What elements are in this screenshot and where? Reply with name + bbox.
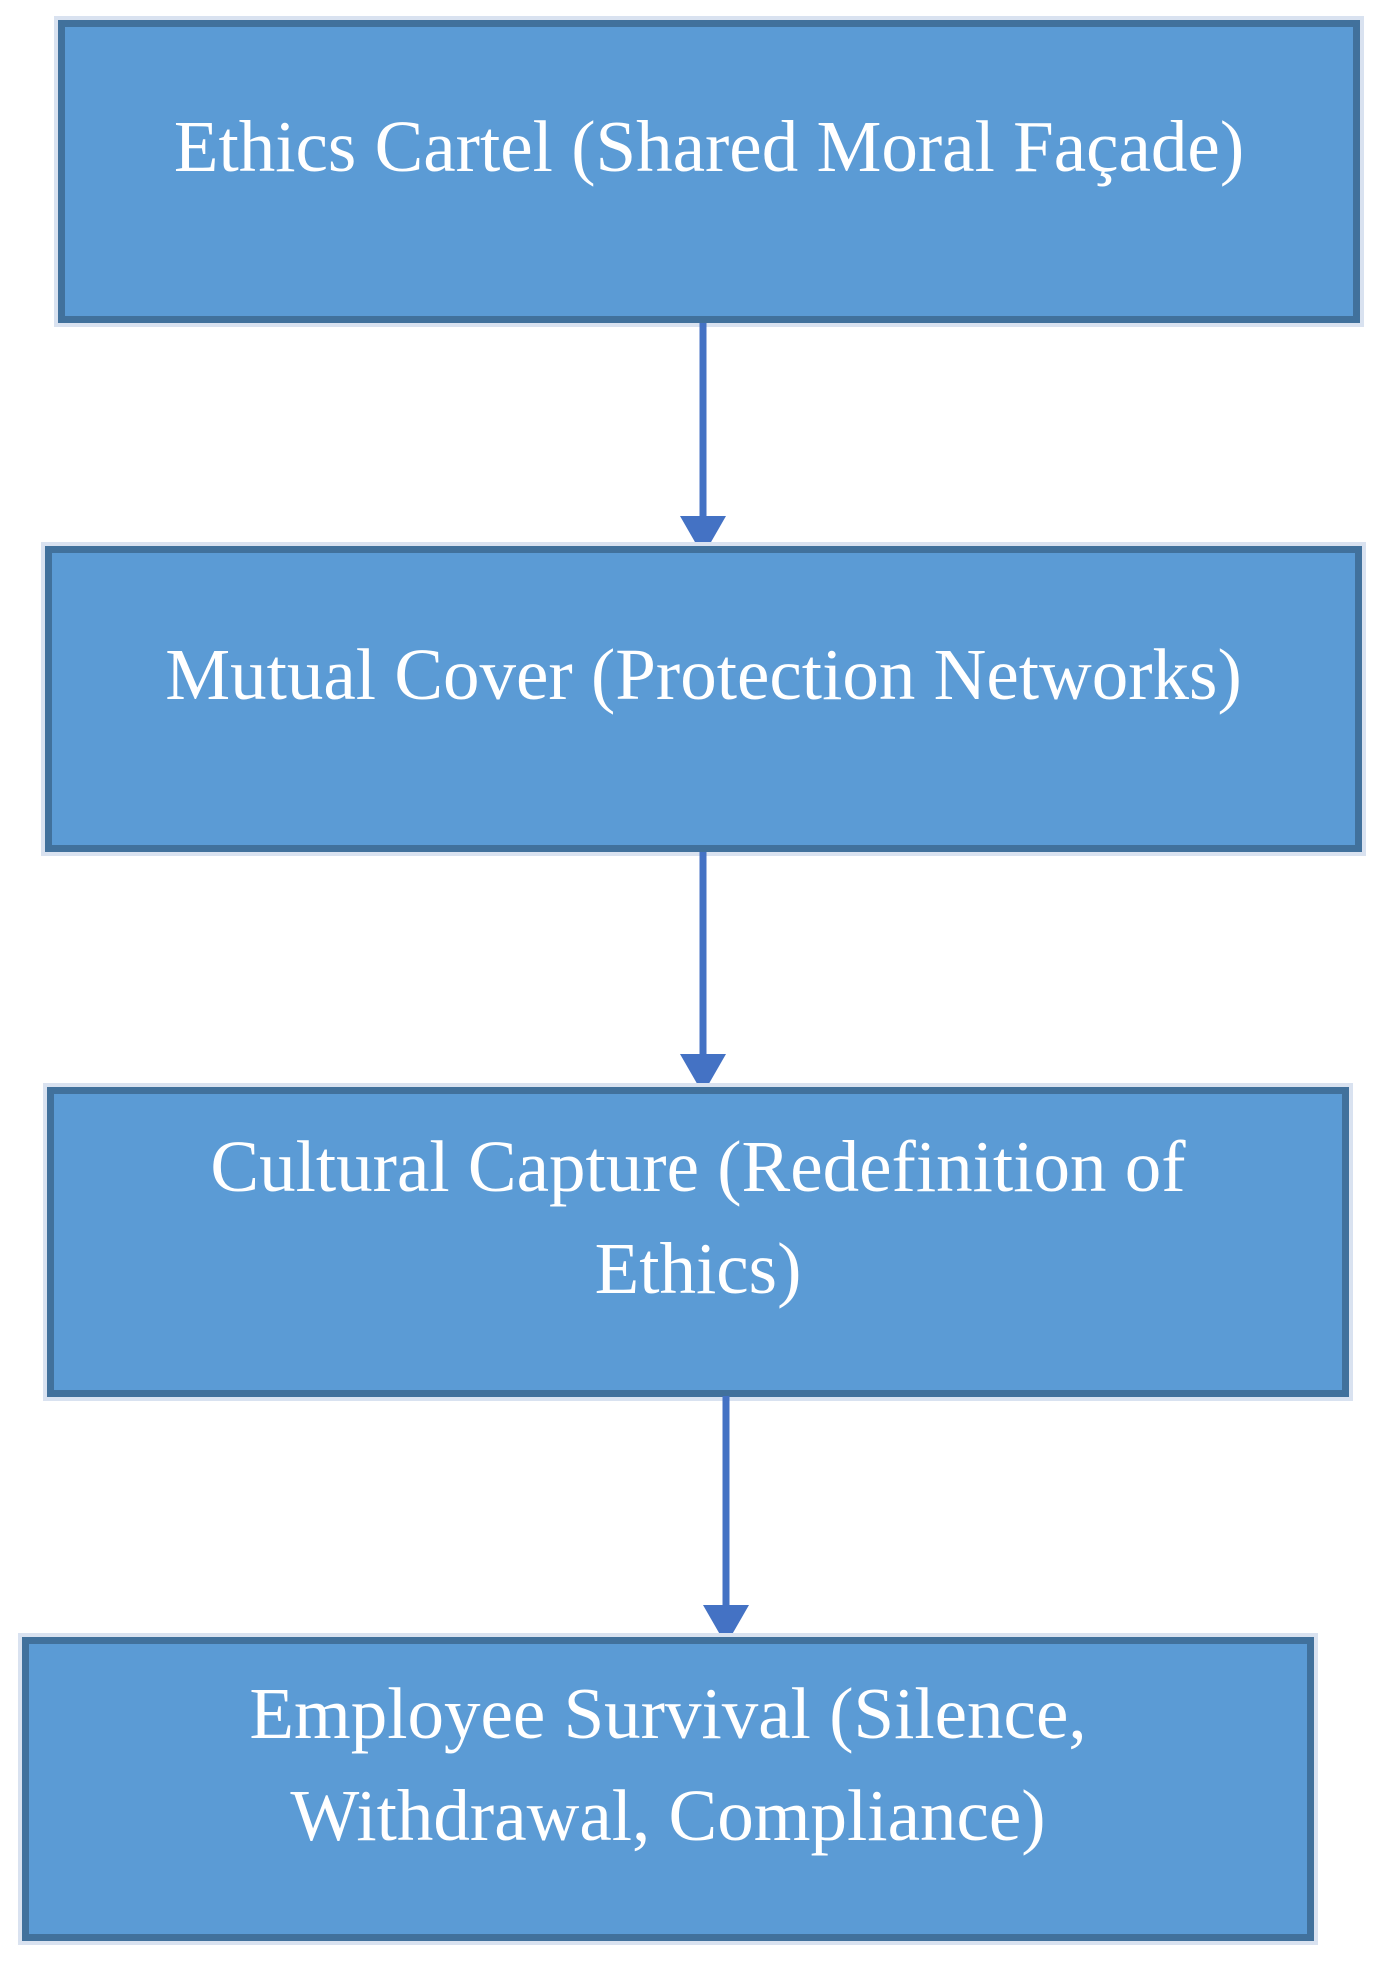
- label-line: Ethics): [594, 1228, 802, 1309]
- flow-box-cultural-capture: Cultural Capture (Redefinition of Ethics…: [47, 1087, 1349, 1397]
- label-line: Employee Survival (Silence,: [249, 1672, 1087, 1754]
- flow-box-label: Ethics Cartel (Shared Moral Façade): [65, 96, 1353, 198]
- flow-arrow-1: [680, 323, 726, 556]
- flow-box-label: Employee Survival (Silence, Withdrawal, …: [29, 1663, 1307, 1867]
- label-line: Mutual Cover (Protection Networks): [165, 633, 1242, 715]
- label-line: Withdrawal, Compliance): [290, 1775, 1046, 1856]
- flow-box-label: Cultural Capture (Redefinition of Ethics…: [54, 1116, 1342, 1320]
- flow-box-mutual-cover: Mutual Cover (Protection Networks): [45, 546, 1362, 852]
- flow-box-employee-survival: Employee Survival (Silence, Withdrawal, …: [22, 1637, 1314, 1941]
- label-line: Cultural Capture (Redefinition of: [210, 1125, 1186, 1207]
- arrow-stem: [699, 323, 707, 522]
- arrow-stem: [699, 852, 707, 1060]
- flow-box-ethics-cartel: Ethics Cartel (Shared Moral Façade): [58, 20, 1360, 323]
- flow-arrow-2: [680, 852, 726, 1094]
- label-line: Ethics Cartel (Shared Moral Façade): [173, 106, 1245, 188]
- arrow-stem: [722, 1396, 730, 1611]
- flow-box-label: Mutual Cover (Protection Networks): [52, 624, 1355, 726]
- flow-arrow-3: [703, 1396, 749, 1645]
